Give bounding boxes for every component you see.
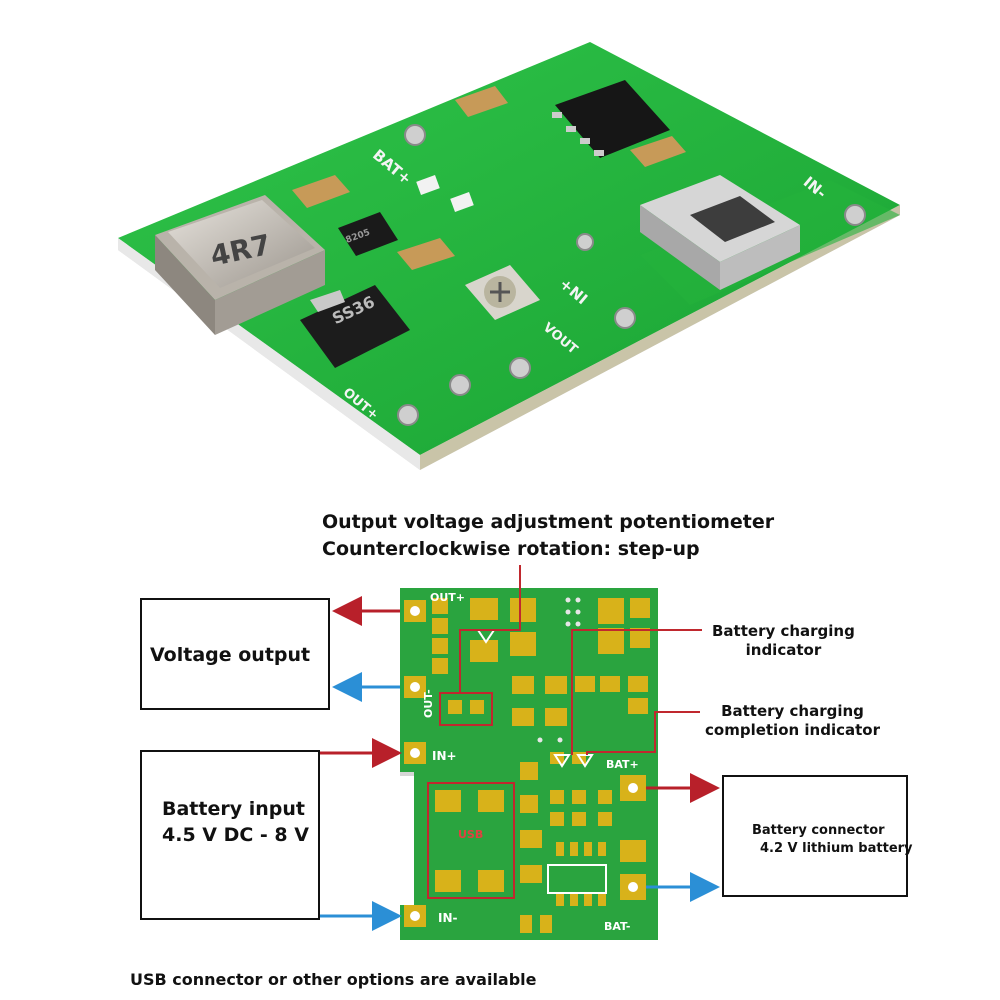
svg-text:BAT+: BAT+ xyxy=(606,758,639,771)
battery-input-label: Battery input xyxy=(162,798,305,820)
battery-connector-spec: 4.2 V lithium battery xyxy=(760,841,913,856)
footer-note: USB connector or other options are avail… xyxy=(130,970,537,989)
voltage-output-label: Voltage output xyxy=(150,644,311,666)
svg-text:IN+: IN+ xyxy=(432,749,457,763)
svg-text:USB: USB xyxy=(458,828,483,841)
charger-ic xyxy=(552,80,670,158)
pot-highlight-box xyxy=(439,692,493,726)
svg-text:BAT-: BAT- xyxy=(604,920,631,933)
battery-input-range: 4.5 V DC - 8 V xyxy=(162,824,309,846)
potentiometer xyxy=(465,265,540,320)
svg-text:OUT-: OUT- xyxy=(422,689,435,718)
module-photo: 4R7 SS36 8205 xyxy=(118,42,900,470)
usb-footprint-outline xyxy=(427,782,515,899)
svg-text:OUT+: OUT+ xyxy=(430,591,465,604)
micro-usb-port xyxy=(640,175,800,290)
solder-pads xyxy=(397,124,866,426)
pcb-board xyxy=(118,42,900,455)
pot-callout-subtitle: Counterclockwise rotation: step-up xyxy=(322,538,700,560)
callout-leaders xyxy=(459,565,702,755)
connection-arrows xyxy=(320,596,720,931)
capacitors xyxy=(292,86,686,270)
battery-input-box: Battery input 4.5 V DC - 8 V xyxy=(140,750,320,920)
ic-sot23: 8205 xyxy=(338,212,398,256)
svg-text:IN-: IN- xyxy=(438,911,458,925)
voltage-output-box: Voltage output xyxy=(140,598,330,710)
inductor-4r7: 4R7 xyxy=(155,195,325,335)
pot-callout-title: Output voltage adjustment potentiometer xyxy=(322,511,775,533)
battery-connector-box: Battery connector 4.2 V lithium battery xyxy=(722,775,913,897)
completion-indicator-label: Battery charging completion indicator xyxy=(705,702,880,739)
battery-connector-label: Battery connector xyxy=(752,823,885,838)
charging-indicator-label: Battery charging indicator xyxy=(712,622,855,659)
pcb-layout: OUT+ OUT- IN+ IN- BAT+ BAT- USB xyxy=(400,588,658,940)
diode-ss36: SS36 xyxy=(300,285,410,368)
